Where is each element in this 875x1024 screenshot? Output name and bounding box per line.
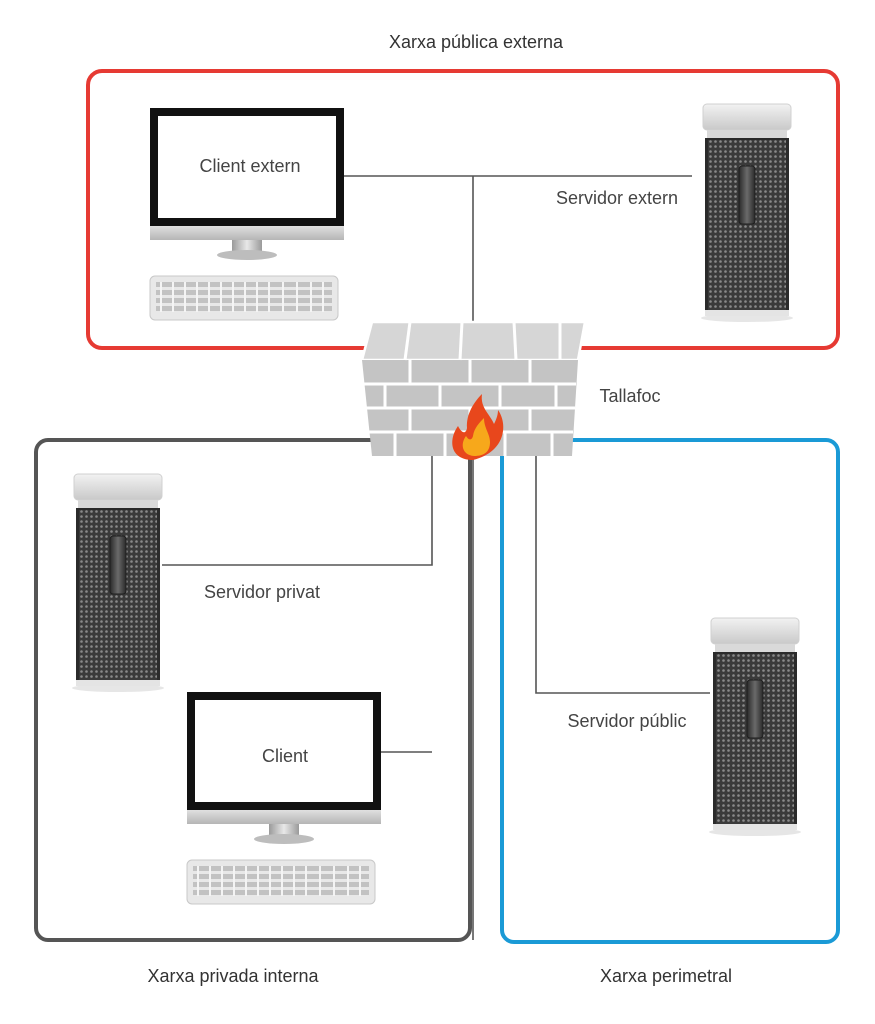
tower-server-icon <box>71 473 165 693</box>
zone-perimeter-label: Xarxa perimetral <box>600 966 732 986</box>
network-links <box>162 175 710 940</box>
zone-external-label: Xarxa pública externa <box>389 32 564 52</box>
firewall-label: Tallafoc <box>599 386 660 406</box>
zone-internal-network: Xarxa privada interna <box>34 438 472 986</box>
desktop-computer-icon <box>186 691 382 905</box>
public-server-label: Servidor públic <box>567 711 686 731</box>
firewall: Tallafoc <box>360 320 661 460</box>
zone-perimeter-border <box>500 438 840 944</box>
brick-wall-fire-icon <box>360 320 587 460</box>
zone-internal-label: Xarxa privada interna <box>147 966 319 986</box>
zone-internal-border <box>34 438 472 942</box>
zone-perimeter-network: Xarxa perimetral <box>500 438 840 986</box>
tower-server-icon <box>708 617 802 837</box>
tower-server-icon <box>700 103 794 323</box>
private-server: Servidor privat <box>71 473 320 693</box>
private-server-label: Servidor privat <box>204 582 320 602</box>
external-server: Servidor extern <box>556 103 794 323</box>
public-server: Servidor públic <box>567 617 802 837</box>
internal-client-label: Client <box>262 746 308 766</box>
external-client-label: Client extern <box>199 156 300 176</box>
link-public-server <box>535 452 710 694</box>
external-client: Client extern <box>149 107 345 321</box>
link-private-server <box>162 452 433 566</box>
external-server-label: Servidor extern <box>556 188 678 208</box>
internal-client: Client <box>186 691 382 905</box>
desktop-computer-icon <box>149 107 345 321</box>
